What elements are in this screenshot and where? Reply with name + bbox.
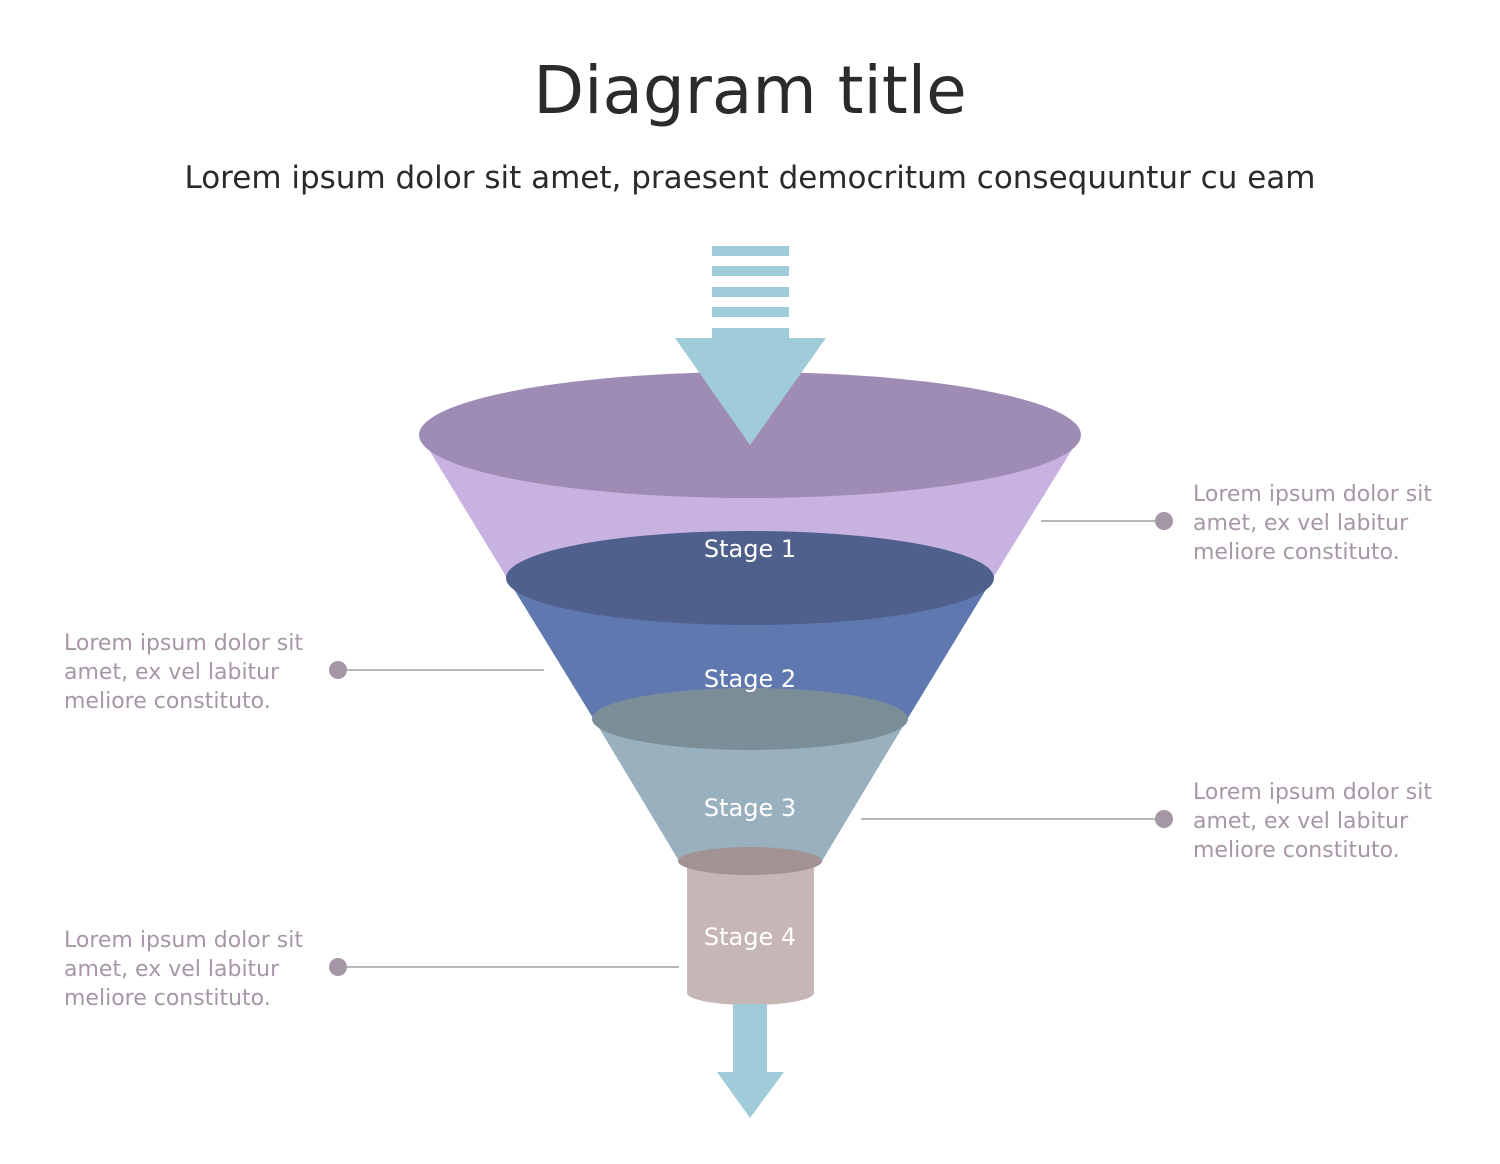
funnel-stage-3-band — [593, 718, 908, 861]
connector-stage-1 — [1041, 512, 1173, 530]
funnel-stage-4-cylinder — [687, 862, 814, 1005]
funnel-stage-3-disc — [592, 688, 908, 750]
diagram-title: Diagram title — [533, 52, 967, 129]
note-stage-2: Lorem ipsum dolor sit amet, ex vel labit… — [64, 631, 303, 714]
note-stage-3: Lorem ipsum dolor sit amet, ex vel labit… — [1193, 780, 1432, 863]
connector-stage-4 — [329, 958, 679, 976]
note-stage-1: Lorem ipsum dolor sit amet, ex vel labit… — [1193, 482, 1432, 565]
input-arrow — [675, 246, 826, 445]
stage-3-label: Stage 3 — [704, 794, 796, 822]
diagram-subtitle: Lorem ipsum dolor sit amet, praesent dem… — [184, 160, 1316, 196]
funnel-stage-4-top-disc — [678, 847, 822, 875]
connector-stage-3 — [861, 810, 1173, 828]
funnel-stage-1-disc — [506, 531, 994, 625]
note-stage-4: Lorem ipsum dolor sit amet, ex vel labit… — [64, 928, 303, 1011]
output-arrow — [717, 1004, 784, 1118]
stage-2-label: Stage 2 — [704, 665, 796, 693]
stage-4-label: Stage 4 — [704, 923, 796, 951]
connector-stage-2 — [329, 661, 544, 679]
stage-1-label: Stage 1 — [704, 535, 796, 563]
